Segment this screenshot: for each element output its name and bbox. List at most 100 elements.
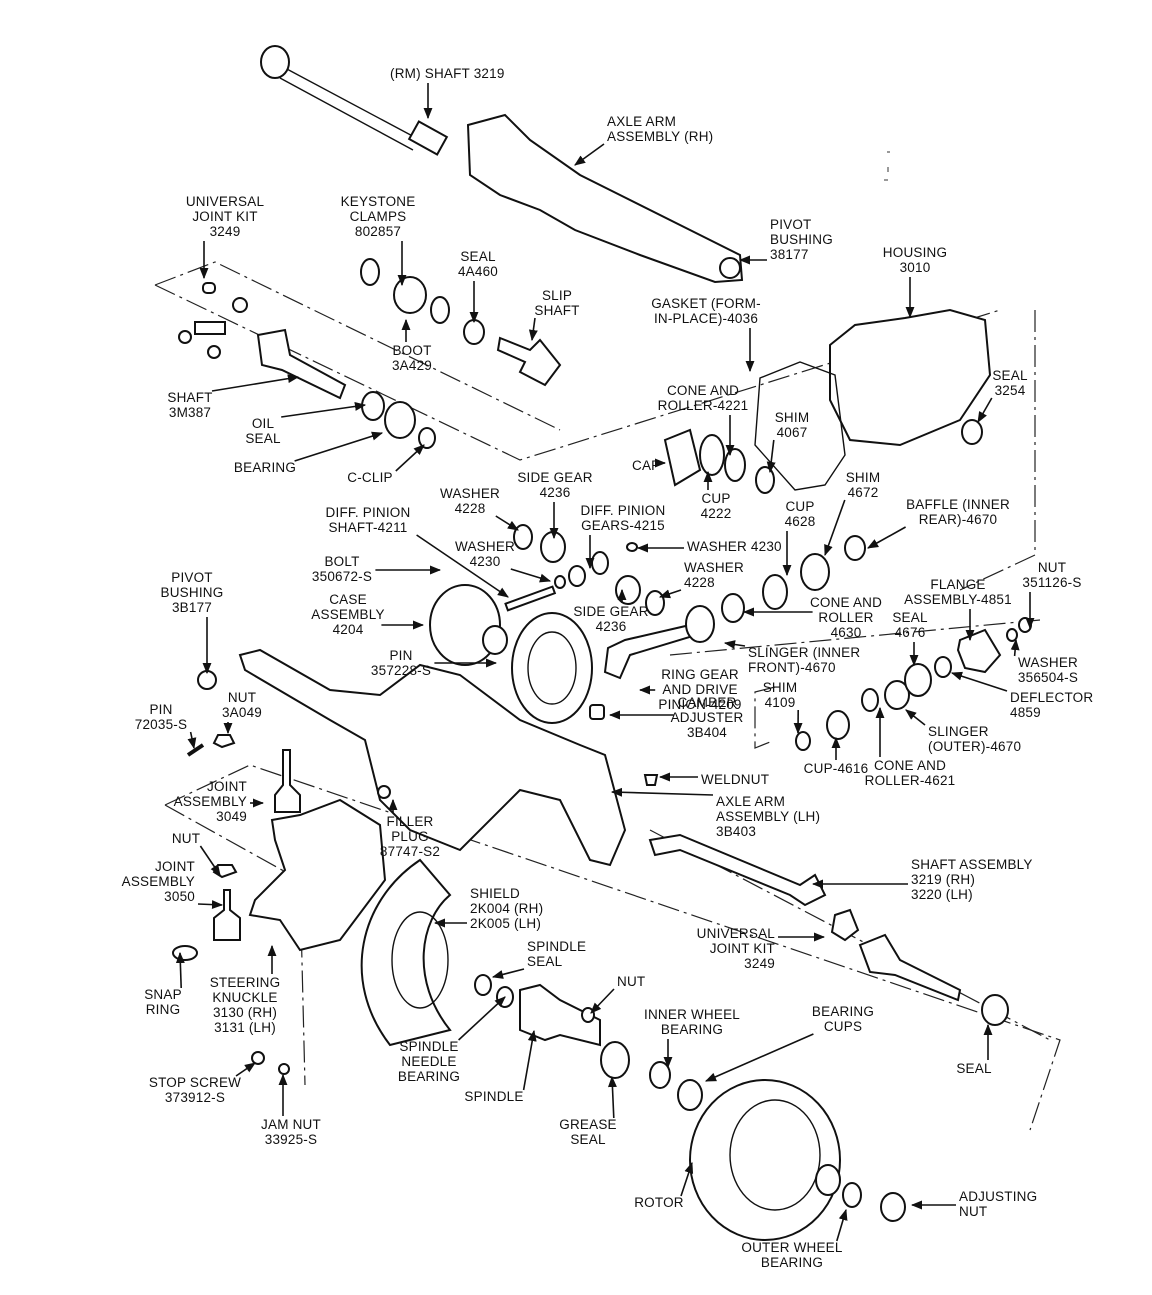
shield-part [360,858,452,1047]
label-gasket: GASKET (FORM-IN-PLACE)-4036 [651,296,761,326]
bearing-part [384,401,416,439]
leader-outer-wheel-bearing [836,1208,848,1242]
label-cap: CAP [632,458,660,473]
pivot-bushing-lh-part [197,670,217,690]
print-specks [884,151,890,181]
housing-part [829,308,992,447]
leader-washer-356504 [1010,638,1020,657]
drive-pinion-part [603,623,695,680]
axle-arm-rh-part [466,113,744,284]
leader-snap-ring [175,951,185,989]
side-gear-top-part [540,531,566,563]
camber-adjuster-part [589,704,605,720]
adjusting-nut-part [880,1192,906,1222]
shim-4067-part [755,466,775,494]
steering-knuckle-part [248,798,387,952]
joint-assembly-3050-part [213,889,241,941]
leader-axle-arm-rh [574,143,605,166]
pin-72035-part [186,743,205,757]
pinion-axis [669,619,1041,656]
washer-4230-left-part [554,575,566,589]
diff-pinion-shaft-part [504,585,557,612]
cup-4222-part [699,434,725,476]
leader-grease-seal [607,1075,617,1119]
leader-nut-spindle [590,988,615,1014]
diff-pinion-gear-2 [591,551,609,575]
leader-oil-seal [281,401,367,418]
leader-spindle [522,1029,537,1091]
snap-ring-part [172,945,198,961]
pivot-bushing-rh-part [719,257,741,279]
shaft-assembly-lh-part [648,833,827,907]
c-clip-part [418,427,436,449]
leader-baffle [867,526,906,549]
inner-wheel-bearing-part [649,1061,671,1089]
side-gear-mid-part [615,575,641,605]
leader-c-clip [395,444,425,472]
leader-bearing-cups [704,1033,814,1082]
oil-seal-part [361,391,385,421]
cup-4616-part [826,710,850,740]
ujoint-bottom-part [830,908,860,942]
leader-shim-4067 [766,439,776,474]
case-hub [482,625,508,655]
ujoint-group-outline [154,261,561,431]
leader-slip-shaft [528,317,538,342]
label-bearing: BEARING [234,460,296,475]
label-cup-4616: CUP-4616 [804,761,869,776]
deflector-part [934,656,952,678]
shim-bracket [754,686,776,749]
flange-assembly-part [956,628,1002,674]
leader-pin-72035 [187,731,197,750]
label-c-clip: C-CLIP [347,470,392,485]
leader-spindle-needle-bearing [458,996,506,1041]
weldnut-part [643,774,659,786]
leader-seal-3254 [977,397,993,423]
leader-axle-arm-lh [610,787,714,797]
slip-shaft-part [496,336,562,387]
leader-slinger-inner [723,640,746,649]
washer-4230-right-part [626,542,638,552]
ujoint-top-part [178,282,248,359]
leader-washer-4228-top [495,515,519,531]
seal-3254-part [961,419,983,445]
leader-nut-top [199,845,221,876]
bearing-cup-inner [677,1079,703,1111]
diff-pinion-gear-1 [568,565,586,587]
washer-4228-top-part [513,524,533,550]
cone-roller-4630-part [721,593,745,623]
boot-part [393,276,427,314]
label-slinger-outer: SLINGER(OUTER)-4670 [928,724,1021,754]
label-washer-4230-right: WASHER 4230 [687,539,782,554]
baffle-part [844,535,866,561]
knuckle-group-outline [164,764,1061,1131]
parts [172,45,1032,1241]
washer-4228-mid-part [645,590,665,616]
